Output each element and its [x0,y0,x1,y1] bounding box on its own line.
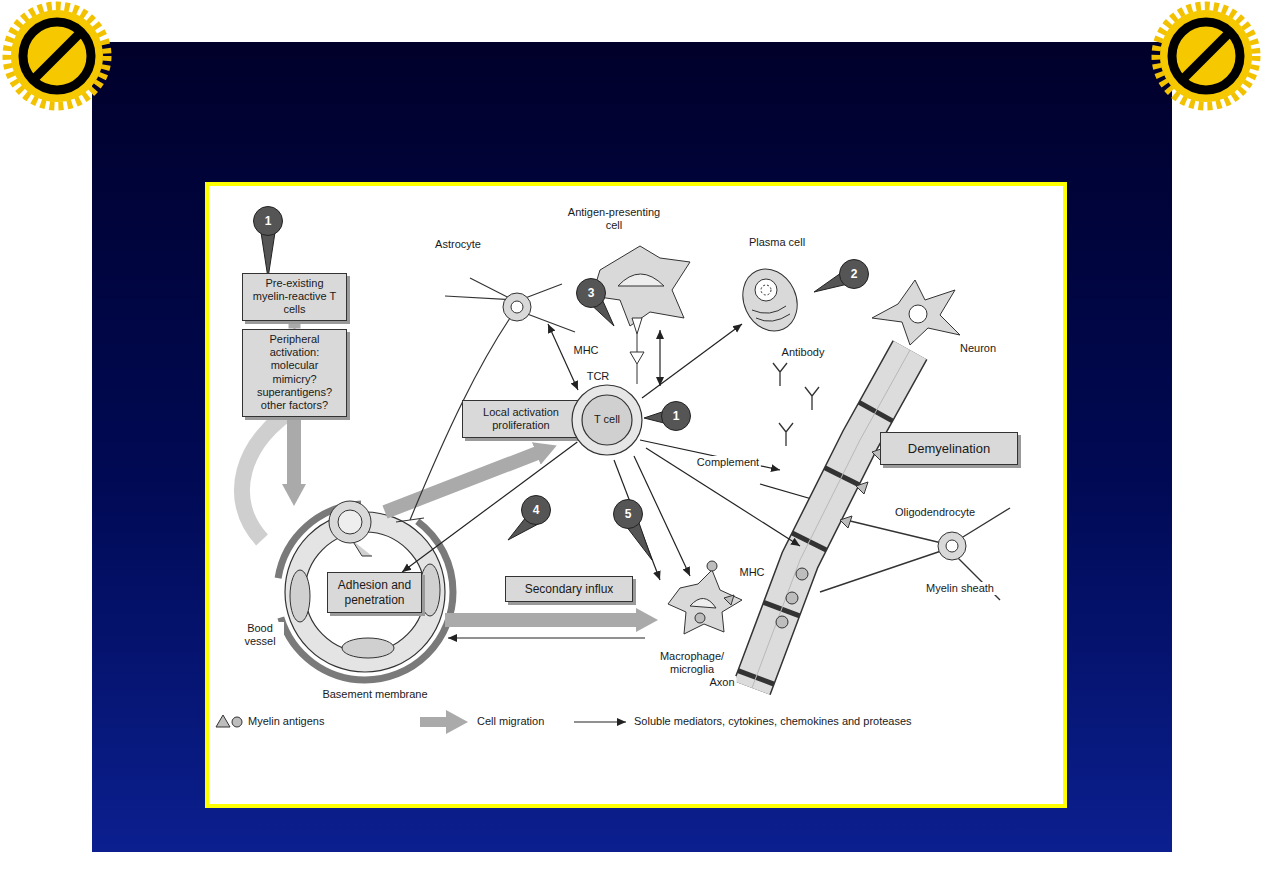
node-text: Peripheral activation: molecular mimicry… [248,333,341,412]
part-label: TCR [585,370,612,383]
part-label: Astrocyte [433,238,483,251]
part-label: Macrophage/ microglia [650,650,734,676]
part-label: MHC [737,566,766,579]
part-label: Antigen-presenting cell [562,206,666,232]
legend-text: Cell migration [477,715,544,728]
callout-number: 3 [576,278,606,308]
callout-number: 1 [253,206,283,236]
part-label: Plasma cell [747,236,807,249]
node-text: Local activation proliferation [468,406,574,432]
process-box: Secondary influx [505,576,633,602]
process-box: Peripheral activation: molecular mimicry… [242,329,347,417]
node-text: Demyelination [908,441,990,457]
badge [1156,6,1256,106]
mediator-arrow [402,442,577,572]
node-text: Pre-existing myelin-reactive T cells [248,277,341,317]
node-text: Adhesion and penetration [333,578,416,607]
process-box: Adhesion and penetration [327,572,422,613]
migration-arrow [289,321,301,329]
part-label: Basement membrane [320,688,429,701]
cell-circle: T cell [570,383,644,457]
part-label: Bood vessel [236,622,284,648]
callout-number: 2 [839,259,869,289]
callout-number: 4 [521,495,551,525]
callout-number: 5 [613,499,643,529]
badge [7,6,107,106]
part-label: MHC [571,344,600,357]
callout-number: 1 [661,401,691,431]
process-box: Pre-existing myelin-reactive T cells [242,273,347,321]
part-label: Neuron [958,342,998,355]
part-label: Oligodendrocyte [893,506,977,519]
node-text: T cell [594,413,620,426]
legend-text: Myelin antigens [248,715,324,728]
part-label: Axon [707,676,736,689]
process-box: Local activation proliferation [462,400,580,438]
process-box: Demyelination [880,432,1018,465]
part-label: Antibody [780,346,827,359]
node-text: Secondary influx [525,582,614,596]
part-label: Myelin sheath [924,582,996,595]
part-label: Complement [695,456,761,469]
legend-text: Soluble mediators, cytokines, chemokines… [634,715,912,728]
